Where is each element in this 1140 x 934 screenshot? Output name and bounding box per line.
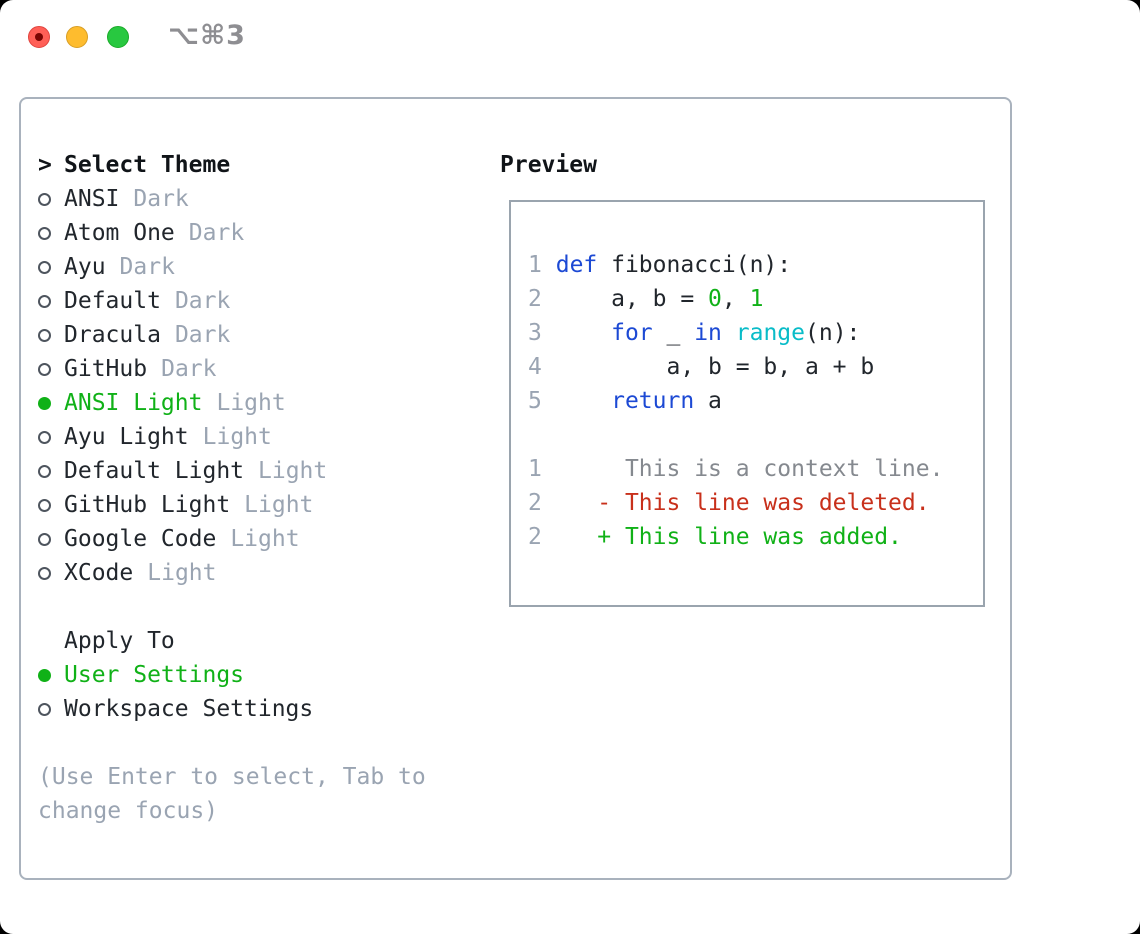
line-number: 2 — [528, 286, 542, 312]
theme-variant-tag: Dark — [188, 220, 245, 246]
focus-caret: > — [38, 152, 52, 178]
zoom-button-icon[interactable] — [107, 26, 129, 48]
option-label: Default Light — [64, 458, 245, 484]
option-label: Ayu Light — [64, 424, 189, 450]
theme-option[interactable]: Ayu Light Light — [38, 420, 478, 454]
option-label: GitHub Light — [64, 492, 231, 518]
theme-variant-tag: Dark — [133, 186, 189, 212]
diff-line: 2 + This line was added. — [528, 524, 902, 550]
close-button-icon[interactable] — [28, 26, 50, 48]
line-number: 1 — [528, 252, 542, 278]
code-line: 2 a, b = 0, 1 — [528, 286, 764, 312]
window-title: ⌥⌘3 — [168, 20, 246, 51]
theme-option[interactable]: Ayu Dark — [38, 250, 478, 284]
radio-icon — [38, 362, 64, 376]
theme-variant-tag: Light — [244, 492, 314, 518]
apply-option[interactable]: User Settings — [38, 658, 478, 692]
option-label: Workspace Settings — [64, 696, 314, 722]
theme-variant-tag: Light — [216, 390, 286, 416]
line-number: 3 — [528, 320, 542, 346]
code-line: 3 for _ in range(n): — [528, 320, 861, 346]
theme-option[interactable]: GitHub Light Light — [38, 488, 478, 522]
code-line: 5 return a — [528, 388, 722, 414]
diff-line: 2 - This line was deleted. — [528, 490, 930, 516]
radio-icon — [38, 294, 64, 308]
theme-variant-tag: Light — [258, 458, 328, 484]
radio-icon — [38, 498, 64, 512]
radio-icon — [38, 260, 64, 274]
theme-option[interactable]: Google Code Light — [38, 522, 478, 556]
theme-variant-tag: Light — [202, 424, 272, 450]
option-label: Atom One — [64, 220, 175, 246]
diff-line: 1 This is a context line. — [528, 456, 944, 482]
apply-to-header: Apply To — [64, 628, 175, 654]
theme-option[interactable]: ANSI Dark — [38, 182, 478, 216]
option-label: Google Code — [64, 526, 217, 552]
line-number: 5 — [528, 388, 542, 414]
option-label: ANSI Light — [64, 390, 203, 416]
theme-variant-tag: Light — [230, 526, 300, 552]
preview-header: Preview — [500, 152, 597, 178]
option-label: ANSI — [64, 186, 120, 212]
theme-option[interactable]: GitHub Dark — [38, 352, 478, 386]
select-theme-header-row: > Select Theme — [38, 148, 478, 182]
theme-option[interactable]: Default Light Light — [38, 454, 478, 488]
theme-variant-tag: Light — [147, 560, 217, 586]
option-label: Default — [64, 288, 161, 314]
line-number: 2 — [528, 524, 542, 550]
apply-option[interactable]: Workspace Settings — [38, 692, 478, 726]
theme-option[interactable]: XCode Light — [38, 556, 478, 590]
radio-icon — [38, 532, 64, 546]
theme-option[interactable]: Default Dark — [38, 284, 478, 318]
code-line: 1 def fibonacci(n): — [528, 252, 792, 278]
code-preview: 1 def fibonacci(n): 2 a, b = 0, 1 3 for _ … — [528, 248, 943, 554]
radio-icon — [38, 430, 64, 444]
radio-selected-icon — [38, 396, 64, 410]
window-titlebar: ⌥⌘3 — [0, 0, 1140, 75]
help-hint-line-1: (Use Enter to select, Tab to — [38, 764, 426, 790]
theme-option[interactable]: Atom One Dark — [38, 216, 478, 250]
option-label: Ayu — [64, 254, 106, 280]
select-theme-header: Select Theme — [64, 152, 231, 178]
code-line: 4 a, b = b, a + b — [528, 354, 875, 380]
option-label: GitHub — [64, 356, 148, 382]
radio-icon — [38, 566, 64, 580]
radio-icon — [38, 328, 64, 342]
radio-selected-icon — [38, 668, 64, 682]
line-number: 2 — [528, 490, 542, 516]
apply-to-header-row: Apply To — [38, 624, 478, 658]
help-hint-line-2: change focus) — [38, 798, 219, 824]
blank-line — [528, 418, 943, 452]
theme-variant-tag: Dark — [174, 322, 231, 348]
line-number: 1 — [528, 456, 542, 482]
radio-icon — [38, 464, 64, 478]
option-label: Dracula — [64, 322, 161, 348]
theme-variant-tag: Dark — [161, 356, 217, 382]
radio-icon — [38, 226, 64, 240]
option-label: XCode — [64, 560, 134, 586]
theme-option[interactable]: Dracula Dark — [38, 318, 478, 352]
theme-variant-tag: Dark — [119, 254, 175, 280]
option-label: User Settings — [64, 662, 245, 688]
radio-icon — [38, 702, 64, 716]
theme-option[interactable]: ANSI Light Light — [38, 386, 478, 420]
section-gap — [38, 726, 478, 760]
theme-variant-tag: Dark — [174, 288, 231, 314]
section-gap — [38, 590, 478, 624]
preview-box-border — [509, 200, 985, 607]
radio-icon — [38, 192, 64, 206]
line-number: 4 — [528, 354, 542, 380]
minimize-button-icon[interactable] — [66, 26, 88, 48]
